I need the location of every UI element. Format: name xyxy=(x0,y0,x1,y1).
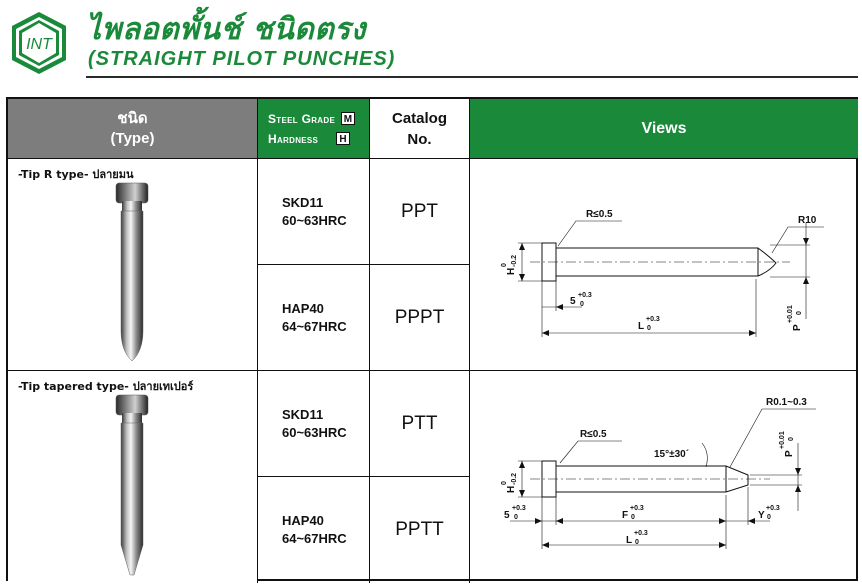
dim-r-head: R≤0.5 xyxy=(580,429,607,440)
steel-grade-value: HAP40 xyxy=(282,300,324,316)
dim-five-tol-top: +0.3 xyxy=(512,505,526,512)
hardness-value: 64~67HRC xyxy=(282,531,347,546)
grade-pppt: HAP40 64~67HRC xyxy=(258,265,370,371)
dim-l: L xyxy=(638,321,644,332)
dim-h: H xyxy=(506,486,517,493)
punch-r-image xyxy=(115,182,149,362)
dim-r-tip: R0.1~0.3 xyxy=(766,397,807,408)
dim-l-tol-bot: 0 xyxy=(635,539,639,546)
steel-grade-value: HAP40 xyxy=(282,513,324,528)
steel-grade-badge: M xyxy=(341,112,356,125)
dim-five: 5 xyxy=(504,510,510,521)
type-label: -Tip R type- ปลายมน xyxy=(18,168,134,181)
grade-ptt: SKD11 60~63HRC xyxy=(258,371,370,477)
header-catalog: Catalog No. xyxy=(370,99,470,159)
catalog-ptt: PTT xyxy=(370,371,470,477)
header-type: ชนิด (Type) xyxy=(8,99,258,159)
grade-ppt: SKD11 60~63HRC xyxy=(258,159,370,265)
grade-pptt: HAP40 64~67HRC xyxy=(258,477,370,583)
steel-grade-value: SKD11 xyxy=(282,406,324,422)
drawing-r-type: R≤0.5 R10 H 0 -0.2 5 +0.3 0 L +0.3 0 P +… xyxy=(501,209,824,337)
dim-p-tol-bot: 0 xyxy=(796,311,803,315)
view-tapered-type: R≤0.5 R0.1~0.3 15°±30´ H 0 -0.2 5 +0.3 0… xyxy=(470,371,858,583)
dim-l: L xyxy=(626,535,632,546)
view-r-type: R≤0.5 R10 H 0 -0.2 5 +0.3 0 L +0.3 0 P +… xyxy=(470,159,858,371)
dim-l-tol-top: +0.3 xyxy=(634,530,648,537)
dim-five-tol-bot: 0 xyxy=(514,514,518,521)
punch-spec-table: ชนิด (Type) Steel Grade M Hardness H Cat… xyxy=(6,97,858,583)
row-tip-r-type: -Tip R type- ปลายมน xyxy=(8,159,258,371)
header-steel-grade: Steel Grade M Hardness H xyxy=(258,99,370,159)
dim-five-tol-bot: 0 xyxy=(580,301,584,308)
hardness-value: 60~63HRC xyxy=(282,212,347,228)
dim-angle: 15°±30´ xyxy=(654,449,689,460)
header-views: Views xyxy=(470,99,858,159)
steel-grade-value: SKD11 xyxy=(282,194,324,210)
header-type-th: ชนิด xyxy=(117,109,148,127)
dim-y-tol-top: +0.3 xyxy=(766,505,780,512)
header-steel-grade-label: Steel Grade xyxy=(268,111,336,126)
logo-text: INT xyxy=(26,36,53,53)
dim-l-tol-bot: 0 xyxy=(647,325,651,332)
hardness-value: 60~63HRC xyxy=(282,424,347,440)
hardness-value: 64~67HRC xyxy=(282,318,347,334)
catalog-ppt: PPT xyxy=(370,159,470,265)
header-hardness-label: Hardness xyxy=(268,131,319,146)
header-type-en: (Type) xyxy=(110,129,155,147)
page-subtitle: (STRAIGHT PILOT PUNCHES) xyxy=(88,48,396,70)
int-logo: INT xyxy=(12,12,66,74)
dim-f-tol-top: +0.3 xyxy=(630,505,644,512)
dim-p-tol-top: +0.01 xyxy=(787,305,794,323)
hardness-badge: H xyxy=(336,132,351,145)
dim-h-tol-top: 0 xyxy=(501,481,508,485)
dim-h-tol-top: 0 xyxy=(501,263,508,267)
dim-y: Y xyxy=(758,510,765,521)
type-label: -Tip tapered type- ปลายเทเปอร์ xyxy=(18,380,194,393)
dim-h-tol-bot: -0.2 xyxy=(511,255,518,267)
punch-tapered-image xyxy=(115,394,149,576)
header-divider xyxy=(86,76,858,78)
dim-five: 5 xyxy=(570,296,576,307)
drawing-tapered-type: R≤0.5 R0.1~0.3 15°±30´ H 0 -0.2 5 +0.3 0… xyxy=(501,397,816,549)
header-catalog-line1: Catalog xyxy=(391,109,447,127)
dim-h: H xyxy=(506,268,517,275)
dim-five-tol-top: +0.3 xyxy=(578,292,592,299)
catalog-pppt: PPPT xyxy=(370,265,470,371)
dim-f: F xyxy=(622,510,628,521)
dim-p-tol-bot: 0 xyxy=(788,437,795,441)
dim-p: P xyxy=(784,450,795,457)
dim-l-tol-top: +0.3 xyxy=(646,316,660,323)
dim-h-tol-bot: -0.2 xyxy=(511,473,518,485)
dim-y-tol-bot: 0 xyxy=(767,514,771,521)
dim-p-tol-top: +0.01 xyxy=(779,431,786,449)
dim-f-tol-bot: 0 xyxy=(631,514,635,521)
dim-r-head: R≤0.5 xyxy=(586,209,613,220)
dim-r-tip: R10 xyxy=(798,215,817,226)
dim-p: P xyxy=(792,324,803,331)
header-catalog-line2: No. xyxy=(407,130,432,148)
page-title: ไพลอตพั้นช์ ชนิดตรง xyxy=(86,12,366,47)
row-tip-tapered-type: -Tip tapered type- ปลายเทเปอร์ xyxy=(8,371,258,583)
catalog-pptt: PPTT xyxy=(370,477,470,583)
